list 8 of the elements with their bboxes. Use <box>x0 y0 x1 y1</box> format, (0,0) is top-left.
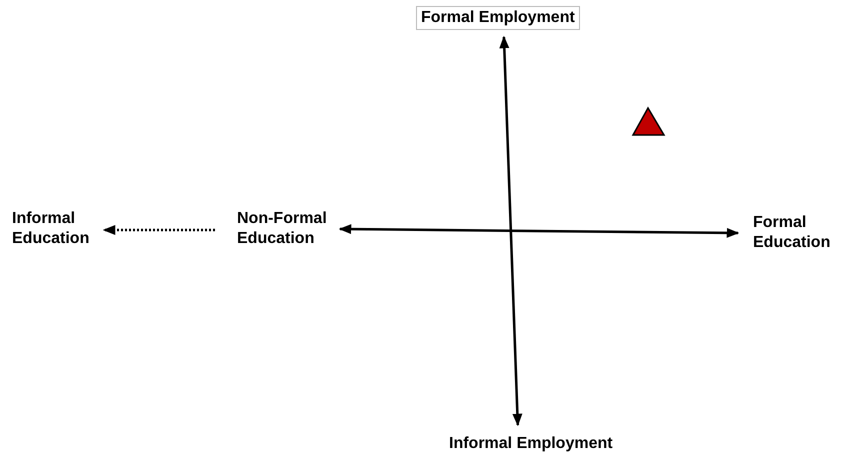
axis-arrow <box>338 224 740 238</box>
axis-label: Non-Formal Education <box>237 209 357 249</box>
axis-label: Informal Employment <box>449 434 613 454</box>
axis-label: Informal Education <box>12 209 112 249</box>
dotted-arrow <box>102 225 215 235</box>
axis-label: Formal Education <box>753 213 853 253</box>
axis-arrow <box>499 36 522 426</box>
axis-label-box: Formal Employment <box>416 6 580 30</box>
